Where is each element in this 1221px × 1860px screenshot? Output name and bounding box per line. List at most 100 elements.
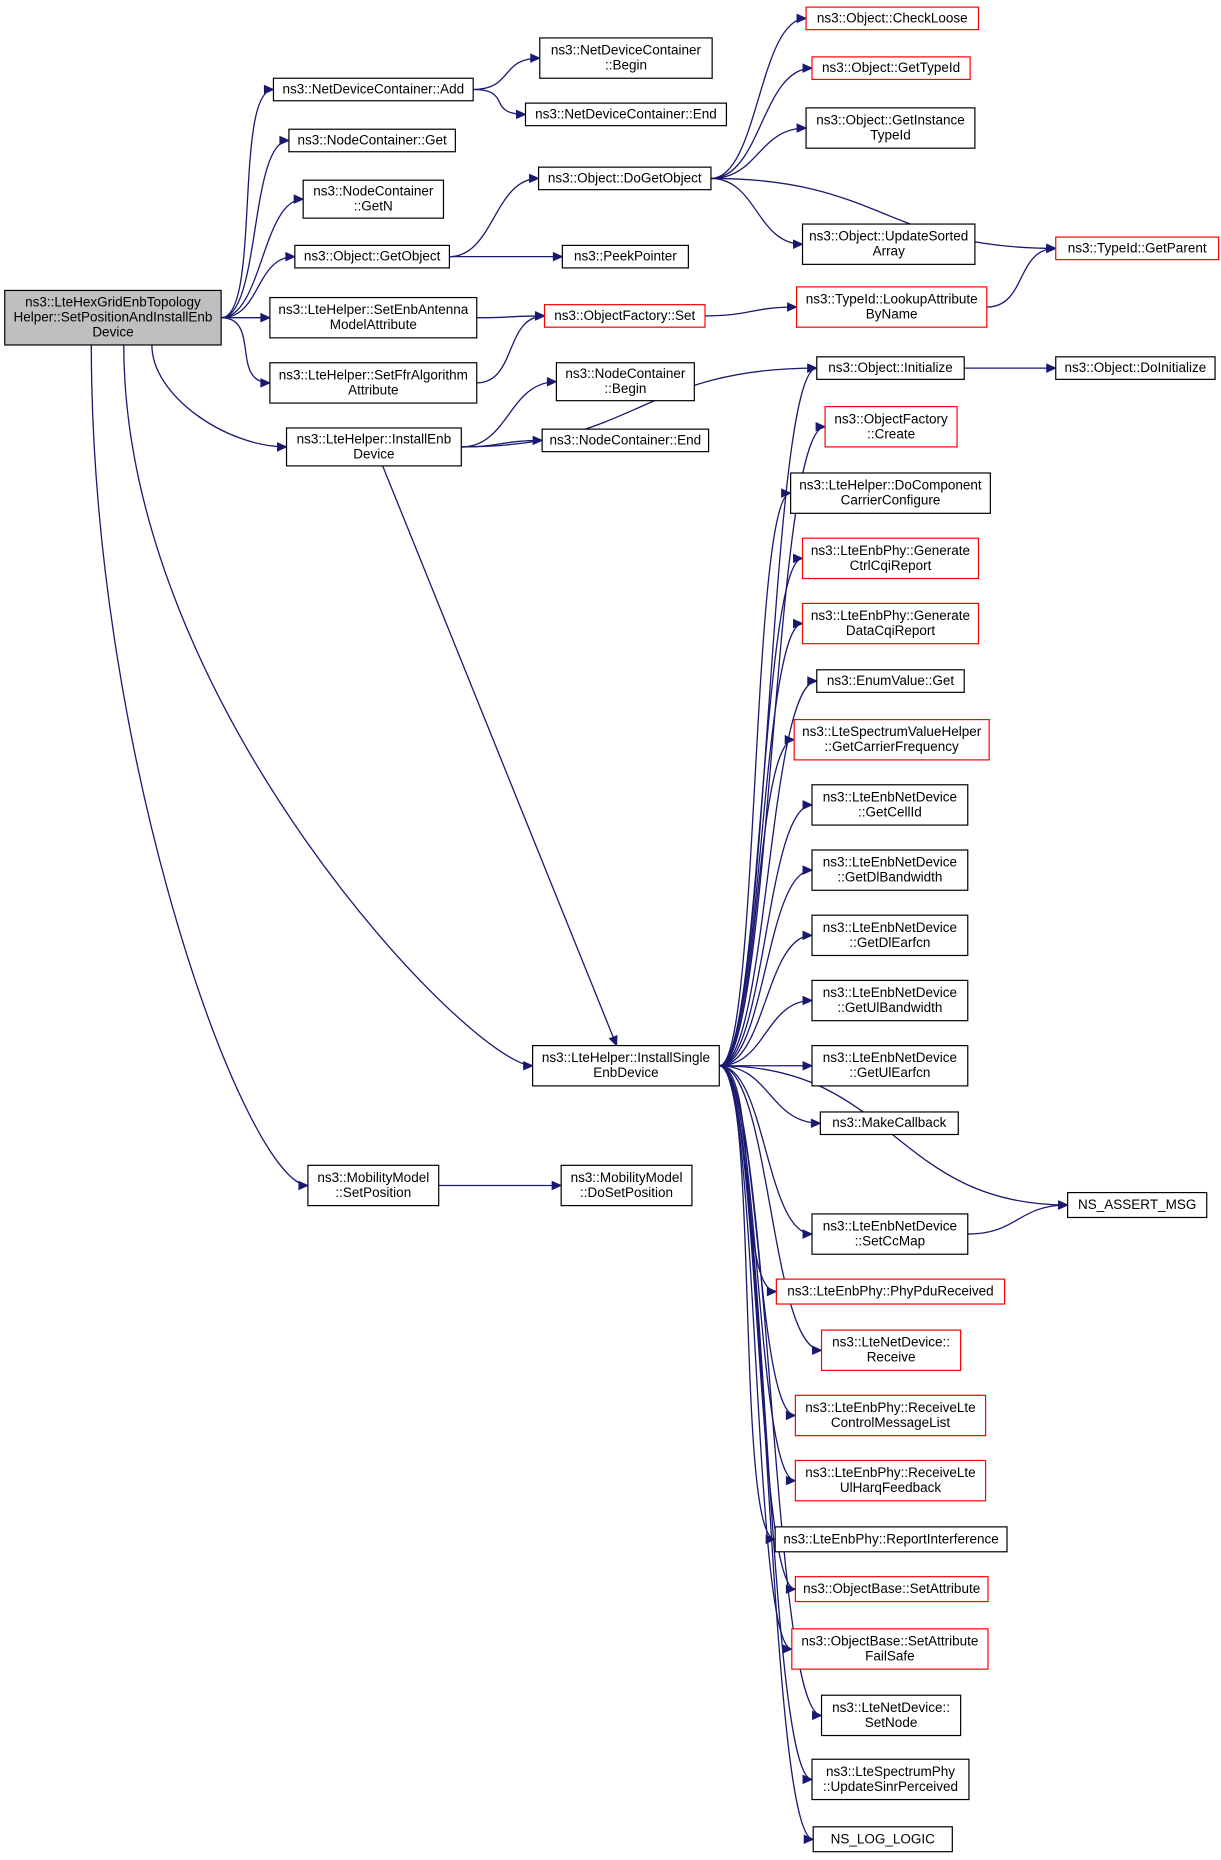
node-box — [790, 472, 991, 514]
node-label: Helper::SetPositionAndInstallEnb — [14, 310, 213, 325]
node-nd-getulbw[interactable]: ns3::LteEnbNetDevice::GetUlBandwidth — [811, 979, 969, 1022]
node-label: ModelAttribute — [330, 317, 417, 332]
node-obj-gettypeid[interactable]: ns3::Object::GetTypeId — [811, 56, 971, 81]
node-nd-getcellid[interactable]: ns3::LteEnbNetDevice::GetCellId — [811, 784, 969, 826]
call-edge — [705, 306, 797, 317]
node-label: ns3::LteEnbNetDevice — [823, 985, 957, 1000]
node-label: ns3::LteHelper::InstallSingle — [542, 1050, 710, 1065]
arrowhead — [1058, 1200, 1069, 1210]
node-box — [302, 179, 445, 219]
node-label: ::Begin — [604, 381, 646, 396]
node-label: ::UpdateSinrPerceived — [823, 1779, 958, 1794]
node-box — [4, 289, 222, 346]
node-lnd-setnode[interactable]: ns3::LteNetDevice::SetNode — [820, 1694, 962, 1737]
call-edge — [710, 17, 807, 180]
node-phy-phypdu[interactable]: ns3::LteEnbPhy::PhyPduReceived — [775, 1278, 1006, 1305]
node-nc-end[interactable]: ns3::NodeContainer::End — [541, 428, 710, 453]
call-edge — [151, 344, 287, 448]
call-edge — [967, 1204, 1068, 1235]
node-label: EnbDevice — [593, 1065, 658, 1080]
node-ob-setattr[interactable]: ns3::ObjectBase::SetAttribute — [794, 1576, 989, 1603]
node-obj-initialize[interactable]: ns3::Object::Initialize — [816, 356, 965, 380]
node-lnd-receive[interactable]: ns3::LteNetDevice::Receive — [820, 1329, 962, 1372]
node-ndc-begin[interactable]: ns3::NetDeviceContainer::Begin — [539, 37, 713, 79]
node-box — [1055, 356, 1216, 380]
node-label: CarrierConfigure — [841, 493, 941, 508]
node-svh-getcarrier[interactable]: ns3::LteSpectrumValueHelper::GetCarrierF… — [793, 718, 990, 761]
arrowhead — [298, 1180, 310, 1191]
node-box — [816, 356, 965, 380]
call-edge — [719, 1065, 821, 1124]
node-label: ns3::LteNetDevice:: — [832, 1335, 950, 1350]
node-ns-log-logic[interactable]: NS_LOG_LOGIC — [812, 1826, 953, 1853]
node-nd-getdlearfcn[interactable]: ns3::LteEnbNetDevice::GetDlEarfcn — [811, 914, 969, 957]
node-objfactory-set[interactable]: ns3::ObjectFactory::Set — [543, 304, 706, 328]
node-box — [816, 669, 965, 693]
node-mm-dosetposition[interactable]: ns3::MobilityModel::DoSetPosition — [560, 1164, 693, 1207]
node-sp-updatesinr[interactable]: ns3::LteSpectrumPhy::UpdateSinrPerceived — [811, 1758, 970, 1801]
node-nd-getdlbw[interactable]: ns3::LteEnbNetDevice::GetDlBandwidth — [811, 849, 969, 891]
call-edge — [710, 67, 813, 180]
node-ndc-end[interactable]: ns3::NetDeviceContainer::End — [524, 102, 728, 127]
node-label: ns3::LteHelper::DoComponent — [799, 478, 982, 493]
call-edge — [719, 1065, 822, 1351]
arrowhead — [802, 995, 814, 1006]
node-label: ByName — [866, 307, 918, 322]
call-edge — [719, 622, 803, 1067]
node-ns-assert-msg[interactable]: NS_ASSERT_MSG — [1067, 1191, 1208, 1219]
node-nc-get[interactable]: ns3::NodeContainer::Get — [288, 128, 456, 153]
node-phy-recvctrl[interactable]: ns3::LteEnbPhy::ReceiveLteControlMessage… — [794, 1394, 987, 1437]
node-nd-getulearfcn[interactable]: ns3::LteEnbNetDevice::GetUlEarfcn — [811, 1044, 969, 1087]
call-edge — [473, 57, 540, 91]
call-edge — [719, 739, 795, 1067]
node-enumvalue-get[interactable]: ns3::EnumValue::Get — [816, 669, 965, 693]
node-root[interactable]: ns3::LteHexGridEnbTopologyHelper::SetPos… — [4, 289, 222, 346]
node-makecallback[interactable]: ns3::MakeCallback — [819, 1111, 959, 1136]
node-label: ns3::LteEnbPhy::ReceiveLte — [805, 1465, 975, 1480]
node-nc-begin[interactable]: ns3::NodeContainer::Begin — [555, 362, 695, 402]
node-ndc-add[interactable]: ns3::NetDeviceContainer::Add — [272, 77, 474, 102]
node-peekpointer[interactable]: ns3::PeekPointer — [561, 244, 689, 269]
node-lh-docomponent[interactable]: ns3::LteHelper::DoComponentCarrierConfig… — [790, 472, 991, 514]
node-box — [820, 1329, 962, 1372]
call-edge — [221, 139, 289, 319]
call-graph-edges — [90, 13, 1069, 1845]
arrowhead — [802, 1774, 814, 1785]
arrowhead — [529, 173, 540, 184]
node-label: ns3::LteEnbNetDevice — [823, 1050, 957, 1065]
node-label: ::GetCarrierFrequency — [825, 739, 960, 754]
node-label: ns3::LteEnbPhy::Generate — [811, 543, 970, 558]
node-label: ns3::EnumValue::Get — [827, 673, 955, 688]
node-label: ns3::LteEnbPhy::Generate — [811, 608, 970, 623]
node-obj-getobject[interactable]: ns3::Object::GetObject — [294, 244, 451, 269]
node-label: ns3::ObjectBase::SetAttribute — [801, 1633, 978, 1648]
node-label: ::GetUlBandwidth — [837, 1000, 942, 1015]
node-lh-setenbantenna[interactable]: ns3::LteHelper::SetEnbAntennaModelAttrib… — [269, 296, 478, 339]
call-edge — [986, 247, 1056, 308]
arrowhead — [796, 13, 808, 24]
call-edge — [719, 1065, 814, 1840]
node-obj-dogetobject[interactable]: ns3::Object::DoGetObject — [537, 166, 712, 191]
node-objfactory-create[interactable]: ns3::ObjectFactory::Create — [824, 406, 958, 448]
node-nd-setccmap[interactable]: ns3::LteEnbNetDevice::SetCcMap — [811, 1213, 969, 1255]
node-label: UlHarqFeedback — [840, 1480, 942, 1495]
node-box — [524, 102, 728, 127]
node-obj-doinitialize[interactable]: ns3::Object::DoInitialize — [1055, 356, 1216, 380]
node-phy-reportinterf[interactable]: ns3::LteEnbPhy::ReportInterference — [774, 1526, 1008, 1553]
node-typeid-getparent[interactable]: ns3::TypeId::GetParent — [1055, 236, 1220, 261]
node-obj-checkloose[interactable]: ns3::Object::CheckLoose — [805, 6, 980, 31]
node-mm-setposition[interactable]: ns3::MobilityModel::SetPosition — [307, 1164, 440, 1207]
node-label: CtrlCqiReport — [850, 558, 932, 573]
node-nc-getn[interactable]: ns3::NodeContainer::GetN — [302, 179, 445, 219]
arrowhead — [812, 1345, 823, 1356]
